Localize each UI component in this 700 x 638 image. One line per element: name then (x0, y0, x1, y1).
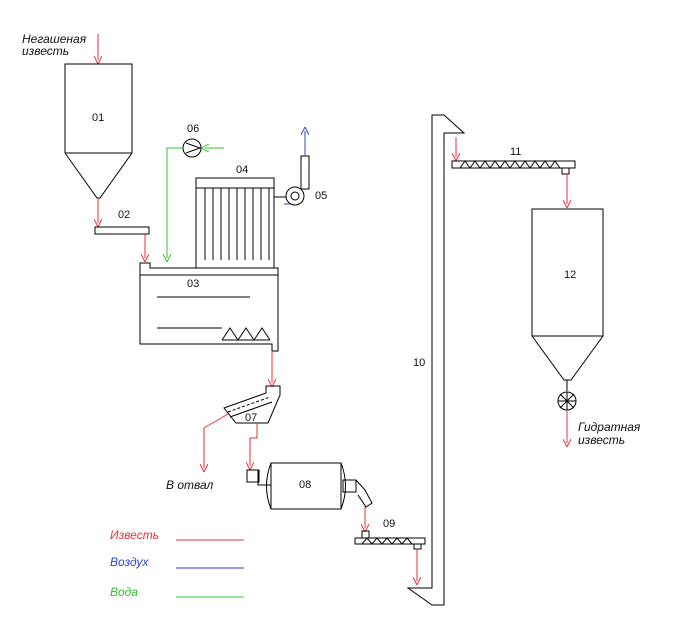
input-label-line2: известь (22, 44, 69, 58)
scrubber-04: 04 (195, 164, 275, 269)
label-12: 12 (564, 269, 576, 281)
silo-01: 01 (64, 63, 133, 199)
feeder-02: 02 (94, 209, 150, 235)
elevator-10: 10 (406, 114, 466, 606)
label-04: 04 (236, 164, 248, 176)
label-06: 06 (187, 123, 199, 135)
legend-lime-label: Известь (110, 528, 159, 542)
hydrator-03: 03 (139, 262, 279, 352)
flow-07-waste (204, 413, 229, 468)
label-01: 01 (92, 112, 104, 124)
silo-12: 12 (531, 208, 604, 381)
flow-07-08 (250, 423, 258, 466)
pump-06: 06 (182, 123, 202, 158)
label-03: 03 (187, 278, 199, 290)
label-07: 07 (245, 412, 257, 424)
label-11: 11 (510, 146, 521, 158)
waste-label: В отвал (166, 478, 214, 492)
output-label-line2: известь (578, 433, 625, 447)
output-label-line1: Гидратная (578, 420, 641, 434)
label-08: 08 (299, 479, 311, 491)
fan-05: 05 (274, 155, 327, 206)
legend-water-label: Вода (110, 585, 138, 599)
mill-08: 08 (246, 462, 373, 510)
legend-air-label: Воздух (110, 555, 149, 569)
screw-conveyor-09: 09 (354, 518, 426, 550)
label-09: 09 (383, 518, 395, 530)
label-10: 10 (413, 357, 425, 369)
label-02: 02 (118, 209, 130, 221)
water-to-hydrator (167, 147, 183, 258)
legend: Известь Воздух Вода (110, 528, 244, 599)
label-05: 05 (315, 190, 327, 202)
separator-07: 07 (223, 385, 281, 424)
screw-conveyor-11: 11 (451, 146, 576, 175)
input-label-line1: Негашеная (22, 32, 87, 46)
rotary-valve (557, 380, 577, 411)
